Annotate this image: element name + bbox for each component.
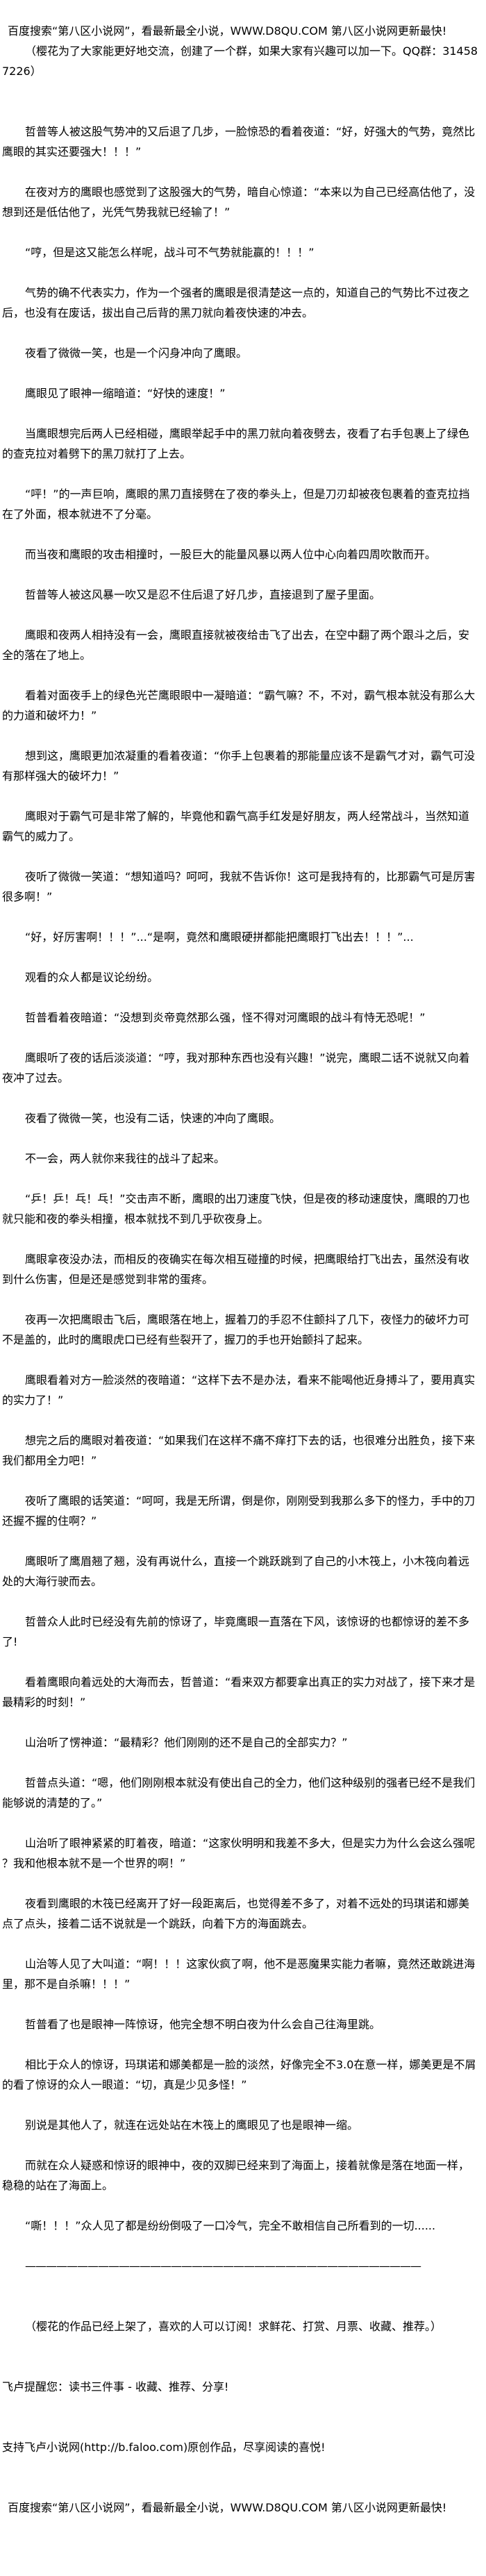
support-faloo-link[interactable]: 支持飞卢小说网(http://b.faloo.com)原创作品，尽享阅读的喜悦! (2, 2441, 326, 2454)
chapter-paragraph: 山治等人见了大叫道：“啊！！！这家伙疯了啊，他不是恶魔果实能力者嘛，竟然还敢跳进… (2, 1957, 476, 1991)
chapter-paragraph: 在夜对方的鹰眼也感觉到了这股强大的气势，暗自心惊道：“本来以为自己已经高估他了，… (2, 185, 476, 219)
chapter-paragraph: “嘶！！！”众人见了都是纷纷倒吸了一口冷气，完全不敢相信自己所看到的一切....… (25, 2219, 436, 2232)
chapter-paragraph: 哲普看了也是眼神一阵惊讶，他完全想不明白夜为什么会自己往海里跳。 (25, 2018, 381, 2031)
chapter-paragraph: 观看的众人都是议论纷纷。 (25, 971, 159, 984)
qq-group-note: （樱花为了大家能更好地交流，创建了一个群，如果大家有兴趣可以加一下。QQ群：31… (2, 44, 478, 78)
chapter-paragraph: 哲普等人被这股气势冲的又后退了几步，一脸惊恐的看着夜道：“好，好强大的气势，竟然… (2, 125, 476, 158)
chapter-paragraph: 看着鹰眼向着远处的大海而去，哲普道：“看来双方都要拿出真正的实力对战了，接下来才… (2, 1675, 476, 1709)
chapter-paragraph: “哼，但是这又能怎么样呢，战斗可不气势就能赢的！！！” (25, 246, 315, 259)
separator-line: —————————————————————————————————————— (25, 2259, 421, 2273)
chapter-paragraph: 夜看了微微一笑，也没有二话，快速的冲向了鹰眼。 (25, 1112, 281, 1125)
site-banner-bottom: 百度搜索“第八区小说网”，看最新最全小说，WWW.D8QU.COM 第八区小说网… (8, 2501, 447, 2514)
chapter-paragraph: 哲普点头道：“嗯，他们刚刚根本就没有使出自己的全力，他们这种级别的强者已经不是我… (2, 1776, 476, 1809)
chapter-paragraph: 相比于众人的惊讶，玛琪诺和娜美都是一脸的淡然，好像完全不3.0在意一样，娜美更是… (2, 2058, 476, 2091)
chapter-paragraph: 而当夜和鹰眼的攻击相撞时，一股巨大的能量风暴以两人位中心向着四周吹散而开。 (25, 548, 437, 561)
chapter-paragraph: 鹰眼听了夜的话后淡淡道：“哼，我对那种东西也没有兴趣！”说完，鹰眼二话不说就又向… (2, 1051, 470, 1085)
chapter-paragraph: “乒！乒！乓！乓！”交击声不断，鹰眼的出刀速度飞快，但是夜的移动速度快，鹰眼的刀… (2, 1192, 470, 1226)
chapter-paragraph: 山治听了眼神紧紧的盯着夜，暗道：“这家伙明明和我差不多大，但是实力为什么会这么强… (2, 1837, 476, 1870)
chapter-paragraph: 夜听了微微一笑道：“想知道吗？呵呵，我就不告诉你！这可是我持有的，比那霸气可是厉… (2, 870, 476, 903)
chapter-paragraph: 鹰眼和夜两人相持没有一会，鹰眼直接就被夜给击飞了出去，在空中翻了两个跟斗之后，安… (2, 628, 470, 662)
chapter-paragraph: 鹰眼见了眼神一缩暗道：“好快的速度！” (25, 387, 226, 400)
chapter-paragraph: 当鹰眼想完后两人已经相碰，鹰眼举起手中的黑刀就向着夜劈去，夜看了右手包裹上了绿色… (2, 427, 470, 460)
site-banner-top: 百度搜索“第八区小说网”，看最新最全小说，WWW.D8QU.COM 第八区小说网… (8, 24, 447, 37)
chapter-paragraph: 想到这，鹰眼更加浓凝重的看着夜道：“你手上包裹着的那能量应该不是霸气才对，霸气可… (2, 749, 476, 783)
chapter-paragraph: 哲普等人被这风暴一吹又是忍不住后退了好几步，直接退到了屋子里面。 (25, 588, 381, 601)
chapter-paragraph: 鹰眼看着对方一脸淡然的夜暗道：“这样下去不是办法，看来不能喝他近身搏斗了，要用真… (2, 1373, 476, 1407)
chapter-paragraph: 鹰眼拿夜没办法，而相反的夜确实在每次相互碰撞的时候，把鹰眼给打飞出去，虽然没有收… (2, 1253, 470, 1286)
chapter-paragraph: 气势的确不代表实力，作为一个强者的鹰眼是很清楚这一点的，知道自己的气势比不过夜之… (2, 286, 470, 319)
chapter-paragraph: 鹰眼对于霸气可是非常了解的，毕竟他和霸气高手红发是好朋友，两人经常战斗，当然知道… (2, 810, 470, 843)
chapter-paragraph: 别说是其他人了，就连在远处站在木筏上的鹰眼见了也是眼神一缩。 (25, 2118, 359, 2132)
chapter-paragraph: 想完之后的鹰眼对着夜道：“如果我们在这样不痛不痒打下去的话，也很难分出胜负，接下… (2, 1434, 476, 1467)
chapter-paragraph: 夜看到鹰眼的木筏已经离开了好一段距离后，也觉得差不多了，对着不远处的玛琪诺和娜美… (2, 1897, 470, 1930)
chapter-paragraph: “呯！”的一声巨响，鹰眼的黑刀直接劈在了夜的拳头上，但是刀刃却被夜包裹着的查克拉… (2, 487, 470, 521)
reading-reminder: 飞卢提醒您：读书三件事 - 收藏、推荐、分享! (2, 2380, 229, 2393)
chapter-page: 百度搜索“第八区小说网”，看最新最全小说，WWW.D8QU.COM 第八区小说网… (2, 24, 478, 2514)
chapter-paragraph: 而就在众人疑惑和惊讶的眼神中，夜的双脚已经来到了海面上，接着就像是落在地面一样，… (2, 2159, 470, 2192)
chapter-paragraph: “好，好厉害啊！！！”...“是啊，竟然和鹰眼硬拼都能把鹰眼打飞出去！！！”..… (25, 930, 414, 944)
chapter-paragraph: 哲普看着夜暗道：“没想到炎帝竟然那么强，怪不得对河鹰眼的战斗有恃无恐呢！” (25, 1011, 426, 1024)
chapter-paragraph: 看着对面夜手上的绿色光芒鹰眼眼中一凝暗道：“霸气嘛？不，不对，霸气根本就没有那么… (2, 689, 476, 722)
chapter-body: 哲普等人被这股气势冲的又后退了几步，一脸惊恐的看着夜道：“好，好强大的气势，竟然… (2, 122, 478, 2236)
chapter-paragraph: 夜听了鹰眼的话笑道：“呵呵，我是无所谓，倒是你，刚刚受到我那么多下的怪力，手中的… (2, 1494, 476, 1528)
chapter-paragraph: 鹰眼听了鹰眉翘了翘，没有再说什么，直接一个跳跃跳到了自己的小木筏上，小木筏向着远… (2, 1555, 470, 1588)
chapter-paragraph: 哲普众人此时已经没有先前的惊讶了，毕竟鹰眼一直落在下风，该惊讶的也都惊讶的差不多… (2, 1615, 470, 1648)
author-note: （樱花的作品已经上架了，喜欢的人可以订阅！求鲜花、打赏、月票、收藏、推荐。） (25, 2320, 442, 2333)
chapter-paragraph: 不一会，两人就你来我往的战斗了起来。 (25, 1152, 226, 1165)
chapter-paragraph: 夜看了微微一笑，也是一个闪身冲向了鹰眼。 (25, 346, 248, 360)
chapter-paragraph: 夜再一次把鹰眼击飞后，鹰眼落在地上，握着刀的手忍不住颤抖了几下，夜怪力的破坏力可… (2, 1313, 470, 1346)
chapter-paragraph: 山治听了愣神道：“最精彩？他们刚刚的还不是自己的全部实力？” (25, 1736, 348, 1749)
